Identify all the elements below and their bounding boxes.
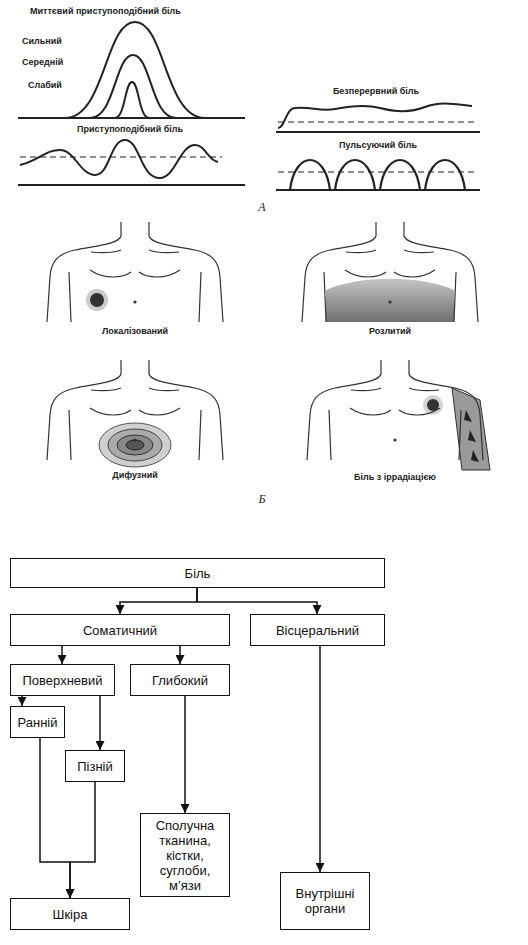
curve-title: Приступоподібний біль [77, 124, 183, 135]
flow-arrow [21, 696, 23, 706]
body-figure [307, 360, 490, 470]
pain-curve [276, 103, 480, 132]
process-box: Сполучна тканина, кістки, суглоби, м’язи [140, 813, 230, 897]
flow-arrow [179, 646, 181, 664]
process-box: Внутрішні органи [280, 872, 370, 930]
curve-label: Середній [22, 57, 63, 68]
section-letter: А [258, 200, 265, 214]
flow-arrow [184, 696, 186, 813]
process-box: Шкіра [10, 898, 130, 930]
curve-title: Пульсуючий біль [339, 140, 417, 151]
box-text: Глибокий [152, 673, 208, 688]
curve-title: Безперервний біль [333, 86, 419, 97]
body-figure [47, 222, 223, 322]
body-figure [302, 222, 478, 322]
box-text: Соматичний [83, 623, 157, 638]
flow-arrow [319, 646, 321, 872]
pain-curve [276, 160, 480, 190]
box-text: Внутрішні органи [284, 886, 366, 916]
process-box: Вісцеральний [250, 614, 385, 646]
box-text: Вісцеральний [276, 623, 359, 638]
figure-caption: Біль з іррадіацією [354, 472, 436, 483]
process-box: Ранній [10, 706, 65, 738]
body-figure [47, 360, 223, 467]
curve-label: Сильний [22, 36, 62, 47]
flow-arrow [120, 588, 197, 614]
box-text: Шкіра [53, 907, 88, 922]
pain-curve [18, 22, 245, 118]
figure-caption: Дифузний [112, 470, 158, 481]
flow-arrow [99, 696, 101, 750]
process-box: Біль [10, 558, 385, 588]
flow-arrow [70, 782, 95, 898]
figure-caption: Локалізований [102, 326, 168, 337]
figure-caption: Розлитий [369, 326, 411, 337]
section-letter: Б [258, 492, 265, 506]
process-box: Поверхневий [10, 664, 115, 696]
box-text: Сполучна тканина, кістки, суглоби, м’язи [144, 818, 226, 893]
box-text: Поверхневий [23, 673, 103, 688]
process-box: Глибокий [130, 664, 230, 696]
flow-arrow [61, 646, 63, 664]
box-text: Пізній [77, 759, 113, 774]
process-box: Соматичний [10, 614, 230, 646]
box-text: Ранній [18, 715, 58, 730]
pain-curve [18, 140, 245, 185]
curve-label: Слабий [28, 80, 62, 91]
curve-title: Миттєвий приступоподібний біль [30, 6, 181, 17]
flow-arrow [197, 588, 317, 614]
box-text: Біль [185, 566, 211, 581]
process-box: Пізній [65, 750, 125, 782]
